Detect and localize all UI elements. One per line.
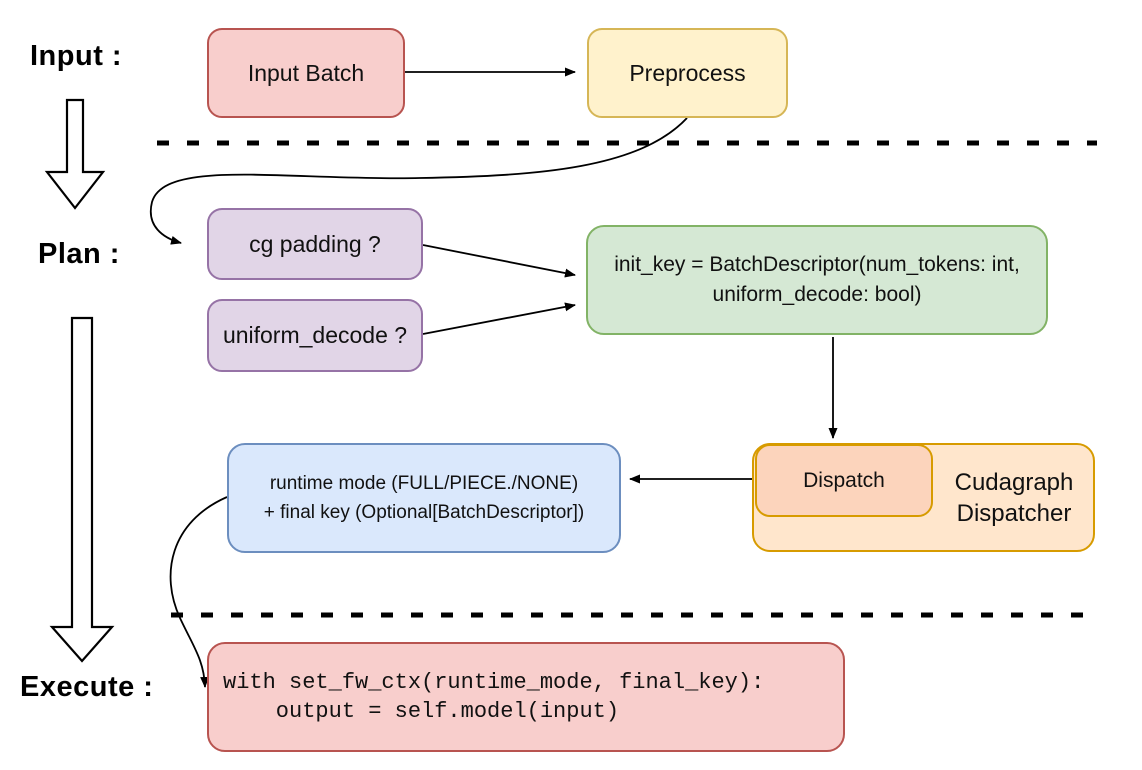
node-input-batch-label: Input Batch — [247, 59, 365, 86]
execute-code-line1: with set_fw_ctx(runtime_mode, final_key)… — [223, 670, 765, 695]
node-uniform-decode-label: uniform_decode ? — [222, 322, 408, 348]
cudagraph-dispatcher-title-line1: Cudagraph — [954, 468, 1074, 496]
section-label-plan: Plan : — [38, 238, 120, 270]
hollow-arrow-plan-to-execute — [49, 316, 115, 663]
node-runtime-mode: runtime mode (FULL/PIECE./NONE) + final … — [227, 443, 621, 553]
cudagraph-dispatcher-title-line2: Dispatcher — [956, 499, 1072, 527]
node-execute-code: with set_fw_ctx(runtime_mode, final_key)… — [207, 642, 845, 752]
section-label-input: Input : — [30, 40, 123, 72]
node-preprocess: Preprocess — [587, 28, 788, 118]
node-uniform-decode: uniform_decode ? — [207, 299, 423, 372]
node-cg-padding-label: cg padding ? — [249, 230, 381, 257]
hollow-arrow-input-to-plan — [44, 98, 106, 210]
node-input-batch: Input Batch — [207, 28, 405, 118]
node-cg-padding: cg padding ? — [207, 208, 423, 280]
cudagraph-dispatcher-title: Cudagraph Dispatcher — [933, 443, 1095, 552]
execute-code-line2: output = self.model(input) — [223, 699, 620, 724]
node-init-key-line1: init_key = BatchDescriptor(num_tokens: i… — [614, 253, 1020, 276]
node-runtime-mode-line1: runtime mode (FULL/PIECE./NONE) — [269, 473, 579, 494]
node-init-key-line2: uniform_decode: bool) — [712, 283, 922, 306]
node-runtime-mode-line2: + final key (Optional[BatchDescriptor]) — [263, 502, 585, 523]
node-init-key: init_key = BatchDescriptor(num_tokens: i… — [586, 225, 1048, 335]
edge-uniformdecode-to-initkey — [422, 302, 576, 335]
node-dispatch-label: Dispatch — [803, 468, 885, 492]
node-dispatch: Dispatch — [755, 444, 933, 517]
section-label-execute: Execute : — [20, 671, 154, 703]
edge-cgpadding-to-initkey — [422, 244, 576, 278]
node-preprocess-label: Preprocess — [629, 59, 746, 86]
edge-runtimemode-to-execute — [169, 496, 228, 688]
edge-preprocess-to-cgpadding — [149, 117, 688, 245]
